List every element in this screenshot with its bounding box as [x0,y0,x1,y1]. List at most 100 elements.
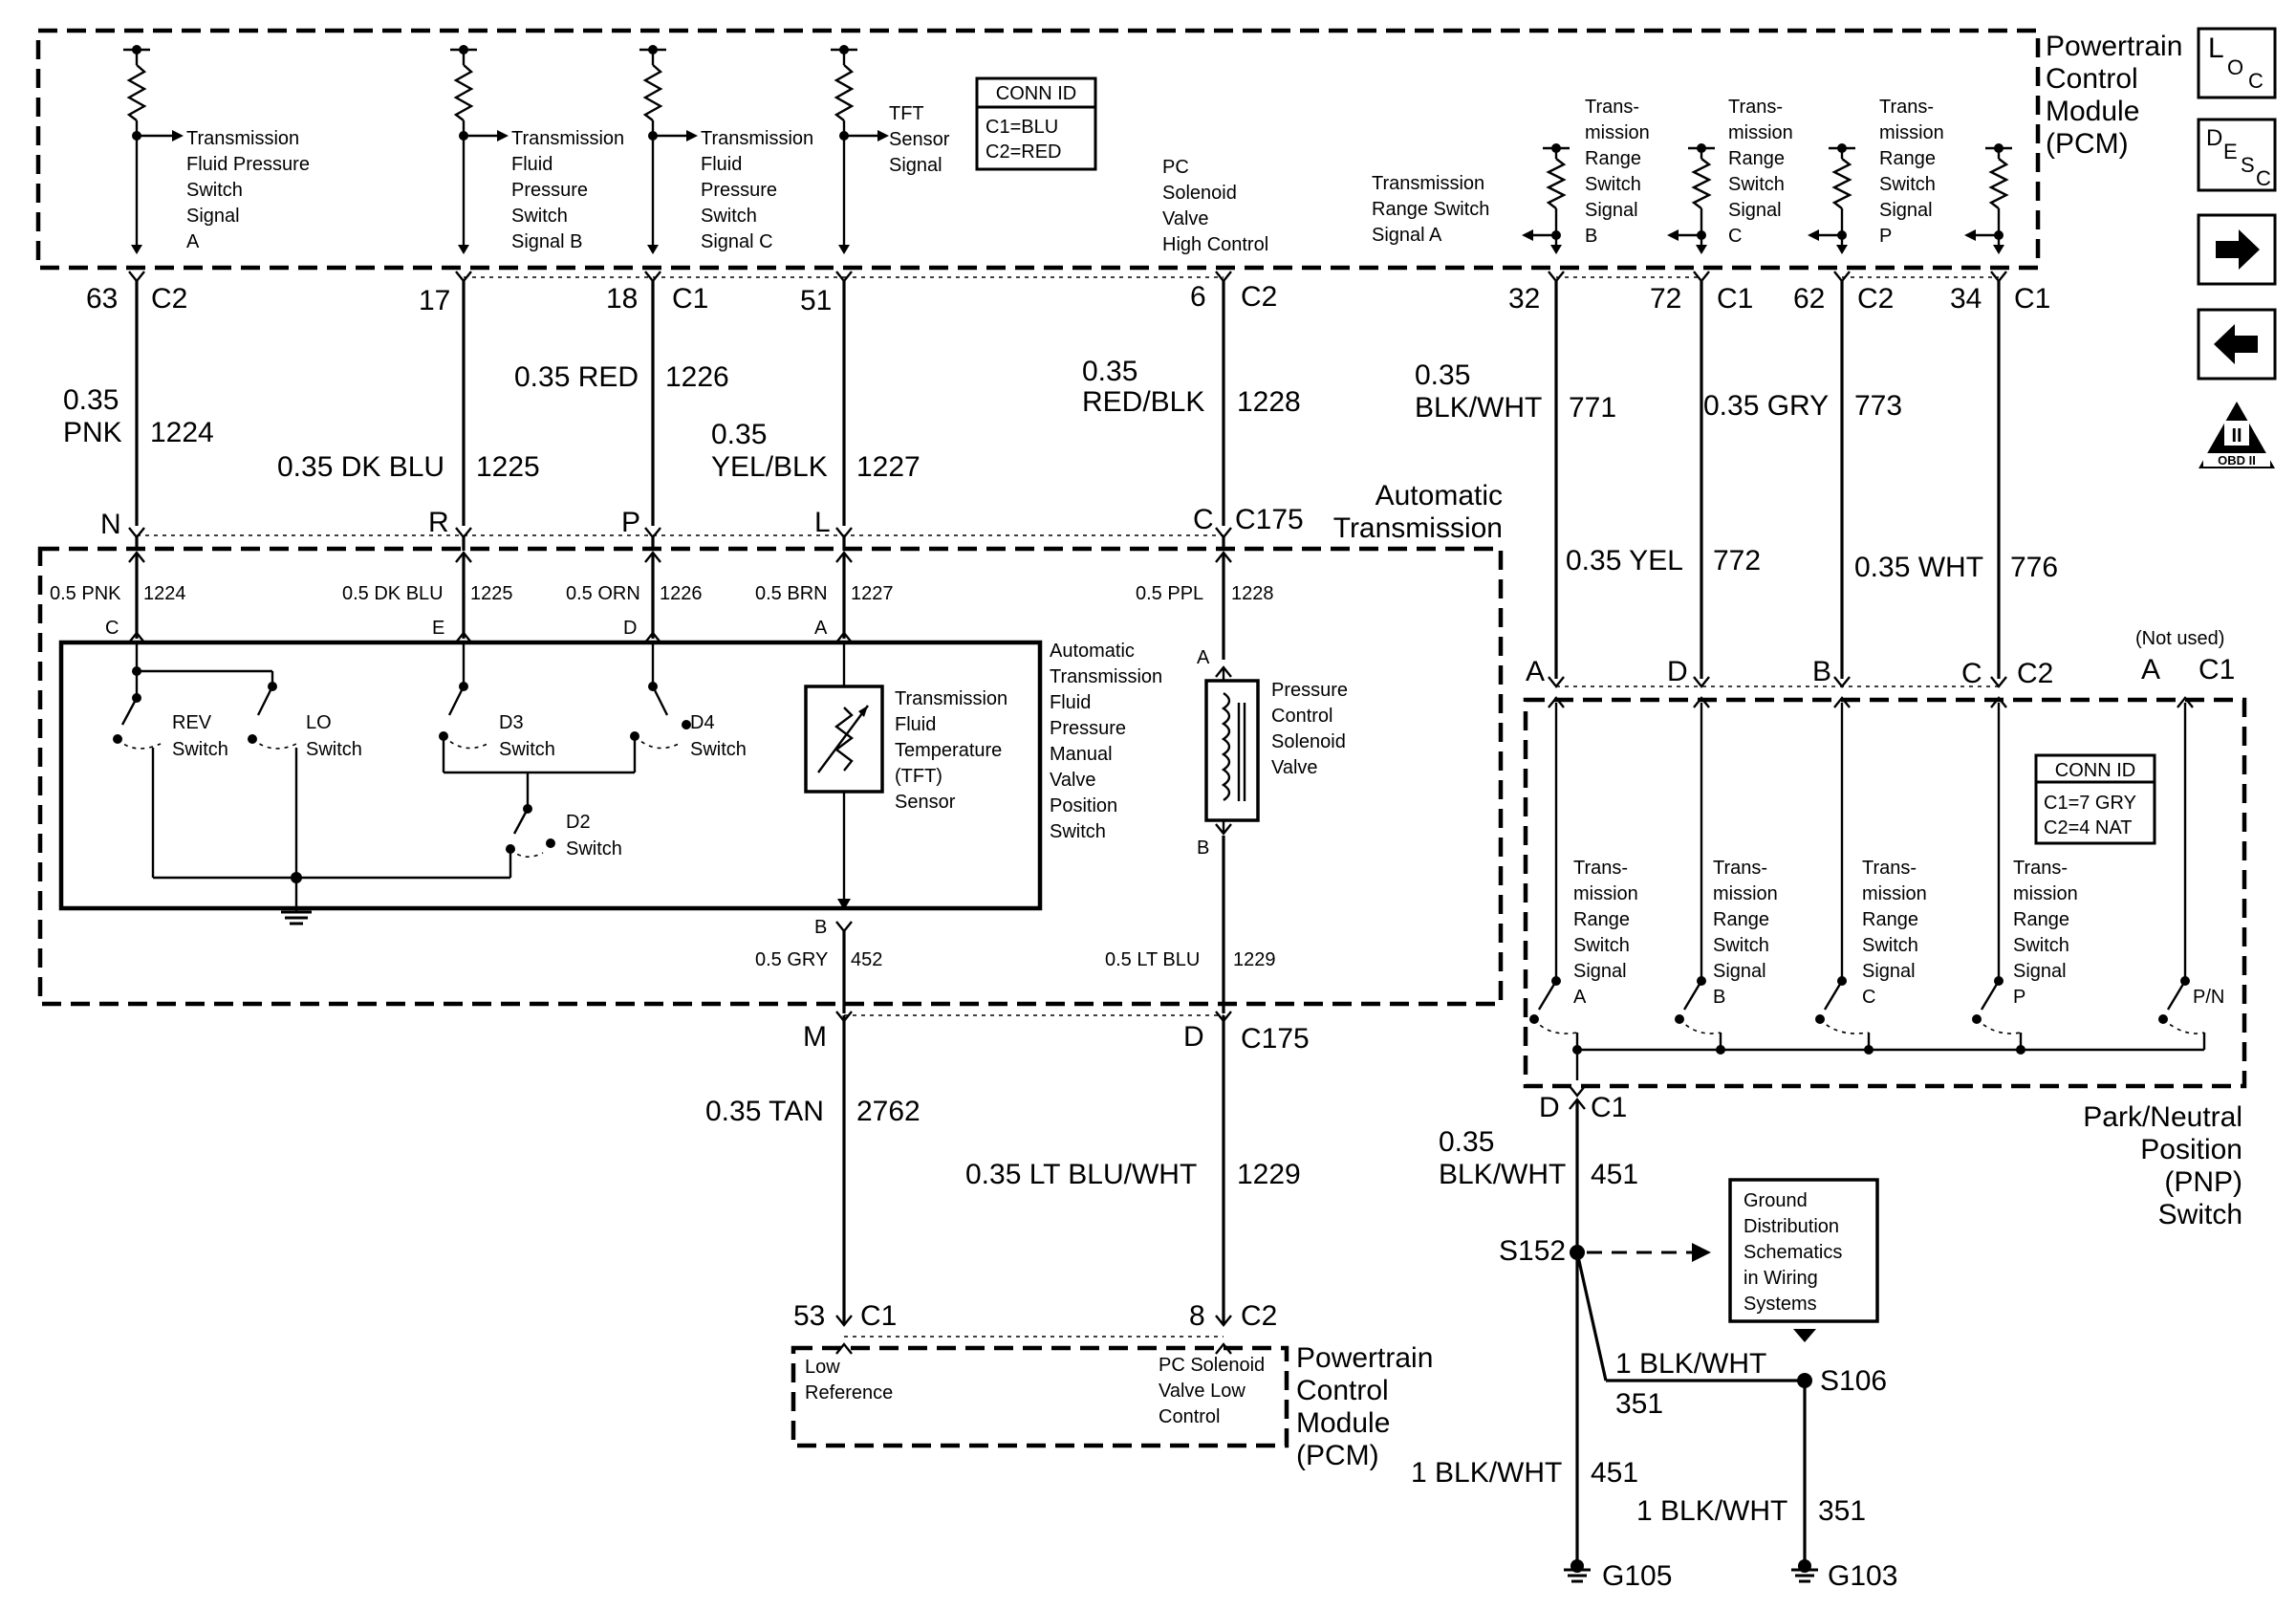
pnp-signal-a: Trans- mission Range Switch Signal A [1573,858,1638,1008]
title-line: Automatic [1050,641,1135,662]
pcm-bottom-pins: 53 C1 8 C2 [793,1291,1277,1355]
wire-color: 0.5 GRY [755,949,828,970]
circuit-number: 1227 [856,451,921,483]
pin-letter: C [105,618,119,639]
signal-text: Signal [1585,200,1638,221]
wire-color: 0.5 DK BLU [342,583,444,604]
pin-number: 18 [606,283,638,315]
signal-text: mission [1713,883,1778,904]
wire-color: RED/BLK [1082,386,1204,418]
pcm-bottom-title-line: (PCM) [1296,1440,1379,1471]
signal-text: TFT [889,103,924,124]
solenoid-label: Pressure [1271,680,1348,701]
signal-text: Range [2013,909,2069,930]
pcm-top-title-line: Powertrain [2046,31,2182,62]
signal-text: P [1879,226,1892,247]
wire-color: 0.35 WHT [1854,552,1983,583]
signal-text: Signal [1862,961,1916,982]
pcm-signal-tfp-a: Transmission Fluid Pressure Switch Signa… [186,128,310,252]
not-used-label: (Not used) [2135,628,2224,649]
signal-text: Pressure [511,180,588,201]
switch-label: D3 [499,712,524,733]
switch-label: D4 [690,712,715,733]
signal-text: C [1862,987,1875,1008]
desc-letter: S [2241,153,2255,177]
title-line: Valve [1050,770,1096,791]
description-icon[interactable]: D E S C [2197,118,2277,192]
switch-label: Switch [690,739,747,760]
signal-text: Valve [1162,208,1209,229]
solenoid-label: Solenoid [1271,731,1346,752]
connector-id: C2 [2017,658,2053,689]
signal-text: High Control [1162,234,1268,255]
ground-distribution-reference-box[interactable]: Ground Distribution Schematics in Wiring… [1728,1178,1879,1323]
circuit-number: 1227 [851,583,894,604]
previous-arrow-icon[interactable] [2197,308,2277,381]
wire-color: 0.35 GRY [1703,390,1829,422]
pcm-bottom-title-line: Module [1296,1407,1390,1439]
signal-text: Transmission [186,128,299,149]
signal-text: Switch [1862,935,1918,956]
signal-text: P [2013,987,2025,1008]
pnp-signal-b: Trans- mission Range Switch Signal B [1713,858,1778,1008]
circuit-number: 1226 [665,361,729,393]
pcm-signal-trs-a: Transmission Range Switch Signal A [1372,173,1489,246]
pin-letter: A [1526,656,1545,687]
signal-text: mission [1862,883,1927,904]
obd-ii-icon[interactable]: II OBD II [2199,402,2275,468]
signal-text: Switch [511,206,568,227]
wire-color: 1 BLK/WHT [1615,1348,1766,1380]
pcm-resistors-right [1522,143,2012,254]
signal-text: Fluid Pressure [186,154,310,175]
conn-id-line: C2=RED [986,141,1061,163]
pin-letter: D [623,618,637,639]
signal-text: Reference [805,1382,893,1403]
ground-id: G103 [1828,1560,1897,1592]
pnp-switch-box [1523,697,2247,1089]
signal-text: Switch [1713,935,1769,956]
connector-id: C2 [1857,283,1894,315]
pin-number: 8 [1189,1300,1205,1332]
pcm-top-pins: 63 C2 17 18 C1 51 6 C2 32 72 C1 62 C2 34… [86,281,2050,316]
wire-color: BLK/WHT [1415,392,1542,424]
pcm-signal-tfp-b: Transmission Fluid Pressure Switch Signa… [511,128,624,252]
c175-top-connector: N R P L C C175 [100,504,1304,551]
title-line: Fluid [1050,692,1091,713]
wire-color: 0.35 LT BLU/WHT [965,1159,1197,1190]
pin-letter: M [803,1021,827,1053]
circuit-number: 772 [1713,545,1761,577]
wire-color: PNK [63,417,122,448]
pcm-signal-tft: TFT Sensor Signal [889,103,950,176]
desc-letter: E [2223,140,2238,163]
location-icon[interactable]: L O C [2197,27,2277,99]
signal-text: Trans- [2013,858,2068,879]
tft-sensor: Transmission Fluid Temperature (TFT) Sen… [804,642,1007,933]
switch-label: Switch [172,739,228,760]
pcm-top-title: Powertrain Control Module (PCM) [2046,31,2182,160]
next-arrow-icon[interactable] [2197,213,2277,286]
pnp-output-connector: D C1 [1539,1085,1627,1568]
circuit-number: 351 [1615,1388,1663,1420]
signal-text: Trans- [1728,97,1783,118]
pin-number: 32 [1508,283,1540,315]
c175-bottom-connector: M D C175 [803,1011,1310,1055]
splice-id: S152 [1499,1235,1566,1267]
tft-label: (TFT) [895,766,942,787]
signal-text: Switch [2013,935,2069,956]
wire-gauge: 0.35 [63,384,119,416]
connector-id: C2 [1241,281,1277,313]
wire-color: 0.35 TAN [705,1096,824,1127]
connector-id: C1 [860,1300,897,1332]
signal-text: PC Solenoid [1159,1355,1265,1376]
main-wires [135,281,2001,1291]
pcm-top-title-line: Control [2046,63,2138,95]
signal-text: Range [1728,148,1785,169]
wire-gauge: 0.35 [1082,356,1137,387]
pcm-top-title-line: (PCM) [2046,128,2129,160]
wire-color: 0.5 ORN [566,583,640,604]
circuit-number: 451 [1591,1457,1638,1489]
pin-letter: D [1539,1092,1560,1123]
signal-text: C [1728,226,1742,247]
signal-text: mission [2013,883,2078,904]
pin-number: 63 [86,283,118,315]
